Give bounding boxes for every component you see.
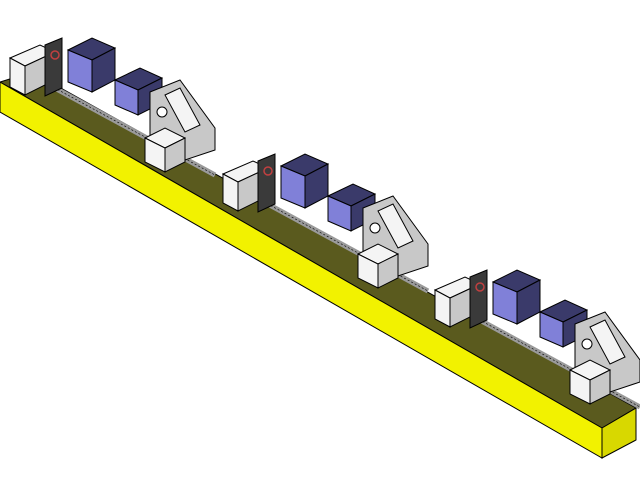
yellow-beam — [0, 71, 638, 459]
bolt-hole — [369, 222, 381, 234]
fixture-station — [433, 269, 640, 410]
carriage-block-side — [164, 137, 186, 173]
support-plate — [44, 37, 63, 97]
beam-front-face — [0, 81, 603, 459]
carriage-block-side — [377, 253, 399, 289]
bolt-hole — [581, 338, 593, 350]
carriage-block-side — [589, 369, 611, 405]
bearing-ring — [475, 282, 485, 292]
fixture-station — [221, 153, 430, 294]
support-plate — [257, 153, 276, 213]
bracket-gusset — [589, 319, 626, 365]
beam-top-face — [0, 71, 638, 429]
support-plate — [469, 269, 488, 329]
bolt-hole — [156, 106, 168, 118]
bracket-gusset — [164, 87, 201, 133]
bearing-ring — [263, 166, 273, 176]
bracket-gusset — [377, 203, 414, 249]
fixture-station — [8, 37, 217, 178]
bearing-ring — [50, 50, 60, 60]
beam-end-face — [601, 407, 637, 459]
